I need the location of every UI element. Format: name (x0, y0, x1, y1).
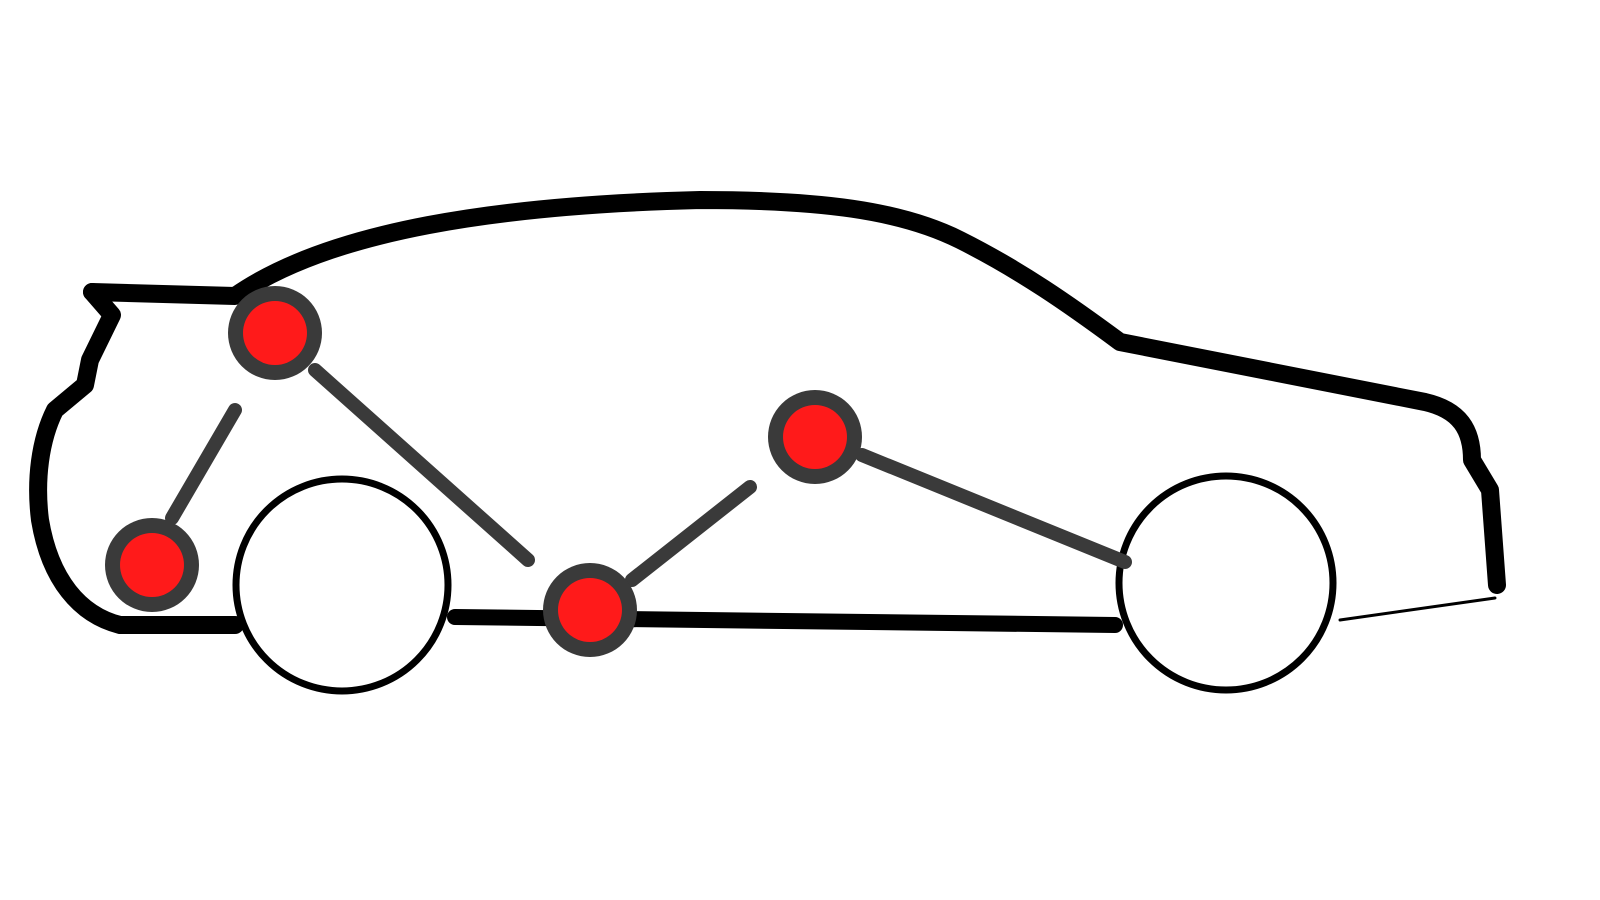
sensor-node-icon (768, 390, 862, 484)
car-body-outline (83, 191, 1506, 594)
connector-line (855, 448, 1132, 569)
car-rear-outline (29, 283, 244, 634)
rear-wheel-icon (232, 475, 452, 695)
connector-line (308, 363, 535, 567)
front-wheel-icon (1115, 472, 1337, 694)
sensor-node-icon (228, 286, 322, 380)
connector-line (625, 480, 757, 587)
car-front-bumper-line (1338, 596, 1497, 622)
connectors (165, 363, 1132, 587)
sensor-node-icon (543, 563, 637, 657)
connector-line (165, 403, 242, 525)
sensor-nodes (105, 286, 862, 657)
sensor-node-icon (105, 518, 199, 612)
